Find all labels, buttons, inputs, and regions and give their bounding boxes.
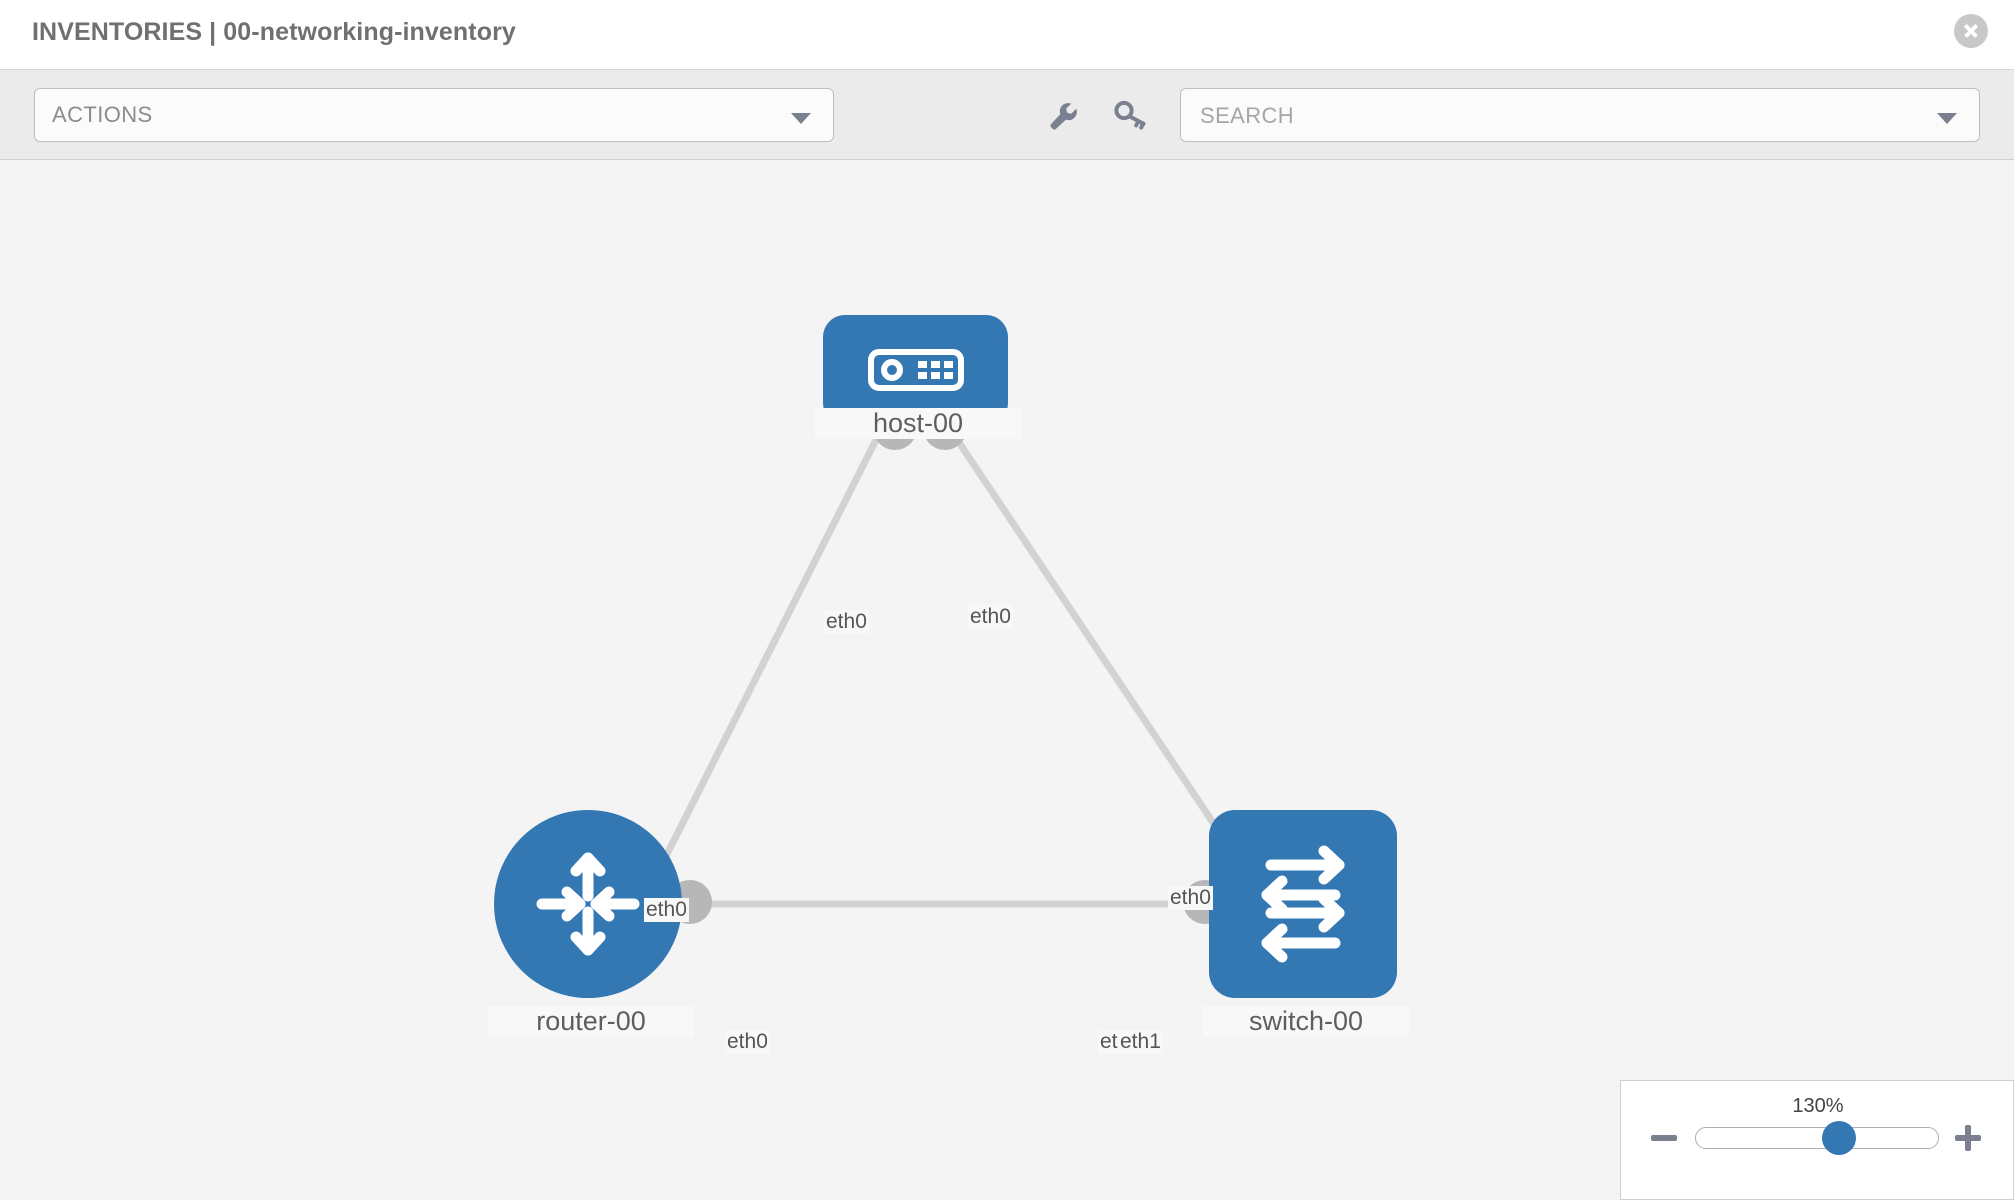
page-header: INVENTORIES | 00-networking-inventory bbox=[0, 0, 2014, 70]
switch-node-label: switch-00 bbox=[1203, 1006, 1409, 1037]
router-arrows-icon bbox=[536, 852, 640, 956]
actions-dropdown-label: ACTIONS bbox=[52, 102, 153, 127]
iface-label-switch-left-front: eth1 bbox=[1118, 1030, 1163, 1054]
zoom-slider-track[interactable] bbox=[1695, 1121, 1939, 1155]
chevron-down-icon bbox=[791, 113, 811, 124]
zoom-slider-thumb[interactable] bbox=[1821, 1121, 1856, 1155]
zoom-out-button[interactable] bbox=[1647, 1121, 1681, 1155]
zoom-level-value: 130% bbox=[1792, 1095, 1844, 1117]
router-node-label: router-00 bbox=[488, 1006, 694, 1037]
key-icon[interactable] bbox=[1110, 96, 1150, 136]
iface-label-host-right: eth0 bbox=[968, 605, 1013, 629]
zoom-control-panel: 130% bbox=[1620, 1080, 2014, 1200]
switch-node-shape[interactable] bbox=[1209, 810, 1397, 998]
search-field[interactable] bbox=[1180, 88, 1980, 143]
host-node-shape[interactable] bbox=[823, 315, 1008, 425]
iface-label-switch-up: eth0 bbox=[1168, 886, 1213, 910]
topology-links bbox=[651, 406, 1254, 924]
zoom-in-button[interactable] bbox=[1951, 1121, 1985, 1155]
actions-dropdown[interactable]: ACTIONS bbox=[34, 88, 834, 142]
topology-canvas[interactable]: host-00 bbox=[0, 160, 2014, 1200]
toolbar: ACTIONS bbox=[0, 70, 2014, 160]
chevron-down-icon[interactable] bbox=[1937, 113, 1957, 124]
link-host-switch[interactable] bbox=[949, 430, 1241, 862]
iface-label-router-right: eth0 bbox=[725, 1030, 770, 1054]
iface-label-router-up: eth0 bbox=[644, 898, 689, 922]
search-input[interactable] bbox=[1198, 89, 1902, 143]
server-icon bbox=[867, 349, 964, 391]
page-title: INVENTORIES | 00-networking-inventory bbox=[32, 18, 516, 46]
close-icon[interactable] bbox=[1954, 14, 1988, 48]
host-node-label: host-00 bbox=[815, 408, 1021, 439]
link-host-router[interactable] bbox=[651, 430, 884, 880]
switch-arrows-icon bbox=[1261, 845, 1345, 963]
wrench-icon[interactable] bbox=[1042, 96, 1082, 136]
iface-label-host-left: eth0 bbox=[824, 610, 869, 634]
